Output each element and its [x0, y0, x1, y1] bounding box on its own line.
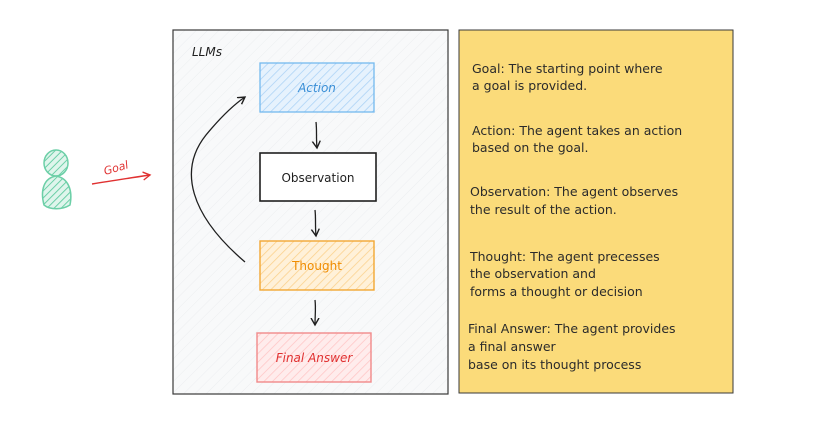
- note-action-line-2: based on the goal.: [472, 140, 588, 155]
- note-observation-line-2: the result of the action.: [470, 202, 617, 217]
- step-label-observation: Observation: [281, 171, 354, 185]
- step-node-observation: Observation: [259, 152, 377, 202]
- note-goal-line-1: Goal: The starting point where: [472, 61, 663, 76]
- note-final-answer-line-3: base on its thought process: [468, 357, 641, 372]
- step-node-final-answer: Final Answer: [256, 332, 372, 383]
- loop-arrow: [190, 97, 245, 263]
- arrow-observation-to-thought: [315, 209, 316, 236]
- notes-panel: Goal: The starting point where a goal is…: [458, 29, 734, 394]
- note-action: Action: The agent takes an action based …: [472, 123, 686, 155]
- note-goal-line-2: a goal is provided.: [472, 78, 587, 93]
- notes-panel-background: [458, 29, 734, 394]
- note-thought: Thought: The agent precesses the observa…: [469, 249, 664, 299]
- step-label-thought: Thought: [291, 259, 342, 273]
- note-thought-line-3: forms a thought or decision: [470, 284, 643, 299]
- user-icon: [41, 149, 72, 210]
- note-final-answer-line-1: Final Answer: The agent provides: [468, 321, 676, 336]
- step-label-final-answer: Final Answer: [276, 351, 354, 365]
- note-action-line-1: Action: The agent takes an action: [472, 123, 682, 138]
- note-thought-line-2: the observation and: [470, 266, 596, 281]
- note-observation: Observation: The agent observes the resu…: [470, 184, 682, 217]
- note-thought-line-1: Thought: The agent precesses: [469, 249, 660, 264]
- goal-arrow-label: Goal: [102, 158, 130, 177]
- container-label: LLMs: [192, 45, 222, 59]
- note-observation-line-1: Observation: The agent observes: [470, 184, 678, 199]
- step-node-thought: Thought: [259, 240, 375, 291]
- step-node-action: Action: [259, 62, 375, 113]
- goal-arrow: Goal: [91, 158, 150, 185]
- note-final-answer: Final Answer: The agent provides a final…: [468, 321, 680, 372]
- step-label-action: Action: [297, 81, 336, 95]
- note-goal: Goal: The starting point where a goal is…: [472, 61, 667, 93]
- arrow-action-to-observation: [316, 121, 317, 148]
- note-final-answer-line-2: a final answer: [468, 339, 557, 354]
